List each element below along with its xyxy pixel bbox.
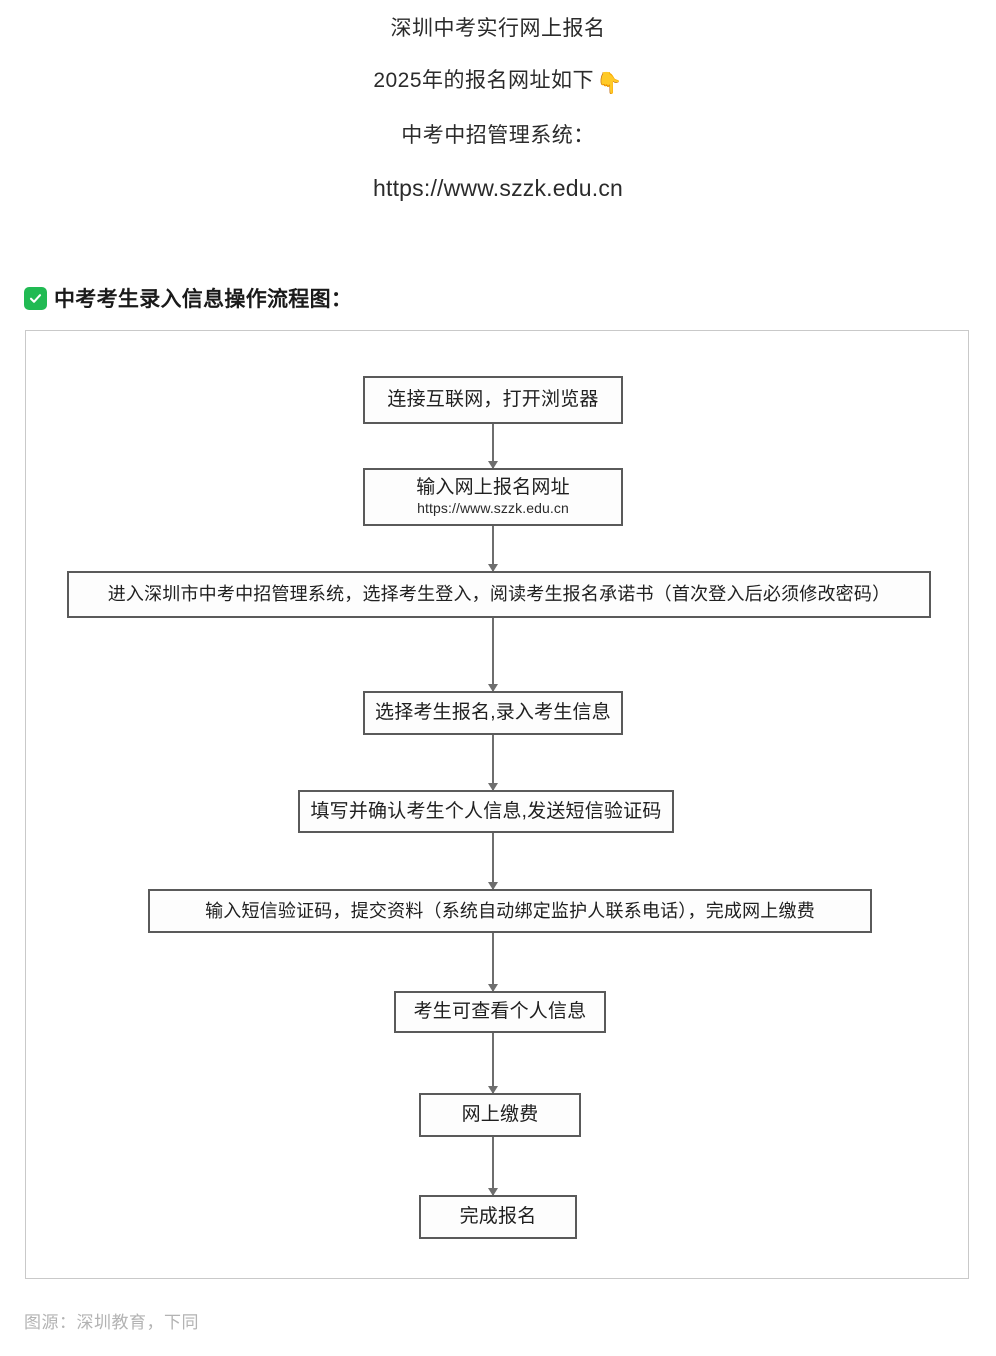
flow-connector-6-7 [492,933,494,991]
flow-connector-8-9 [492,1137,494,1195]
flow-node-2-url: https://www.szzk.edu.cn [417,500,569,517]
page-header: 深圳中考实行网上报名 2025年的报名网址如下👇 中考中招管理系统： https… [0,0,996,200]
flow-node-4-label: 选择考生报名,录入考生信息 [375,702,611,724]
header-line-1: 深圳中考实行网上报名 [0,18,996,39]
flow-connector-4-5 [492,735,494,790]
flow-node-8-label: 网上缴费 [461,1104,539,1126]
header-line-2-text: 2025年的报名网址如下 [373,69,595,92]
header-registration-url-text: https://www.szzk.edu.cn [372,175,624,201]
pointing-down-hand-icon: 👇 [596,72,623,95]
flow-node-6-label: 输入短信验证码，提交资料（系统自动绑定监护人联系电话），完成网上缴费 [205,900,815,921]
flow-node-9-label: 完成报名 [459,1206,537,1228]
flow-node-3-label: 进入深圳市中考中招管理系统，选择考生登入，阅读考生报名承诺书（首次登入后必须修改… [107,584,891,605]
flow-node-view-info: 考生可查看个人信息 [394,991,606,1033]
flow-connector-2-3 [492,526,494,571]
flow-node-5-label: 填写并确认考生个人信息,发送短信验证码 [310,800,662,822]
flowchart-container: 连接互联网，打开浏览器 输入网上报名网址 https://www.szzk.ed… [25,330,969,1279]
header-registration-url[interactable]: https://www.szzk.edu.cn [0,177,996,200]
header-line-1-text: 深圳中考实行网上报名 [390,17,606,40]
flow-node-select-registration: 选择考生报名,录入考生信息 [363,691,623,735]
flow-connector-7-8 [492,1033,494,1093]
flow-connector-5-6 [492,833,494,889]
flow-node-submit-payment: 输入短信验证码，提交资料（系统自动绑定监护人联系电话），完成网上缴费 [148,889,872,933]
flow-node-confirm-info: 填写并确认考生个人信息,发送短信验证码 [298,790,674,833]
header-line-2: 2025年的报名网址如下👇 [0,70,996,94]
flow-node-1-label: 连接互联网，打开浏览器 [387,389,599,411]
flow-node-enter-url: 输入网上报名网址 https://www.szzk.edu.cn [363,468,623,526]
section-heading-label: 中考考生录入信息操作流程图： [54,288,353,311]
section-heading: 中考考生录入信息操作流程图： [24,283,352,313]
flowchart-canvas: 连接互联网，打开浏览器 输入网上报名网址 https://www.szzk.ed… [26,331,968,1278]
source-note: 图源：深圳教育，下同 [24,1313,199,1332]
flow-connector-1-2 [492,424,494,468]
flow-node-2-label: 输入网上报名网址 [416,477,570,499]
header-line-3-text: 中考中招管理系统： [401,124,595,147]
header-line-3: 中考中招管理系统： [0,125,996,146]
flow-node-login-system: 进入深圳市中考中招管理系统，选择考生登入，阅读考生报名承诺书（首次登入后必须修改… [67,571,931,618]
green-check-icon [24,286,47,310]
flow-node-connect-internet: 连接互联网，打开浏览器 [363,376,623,424]
flow-node-online-payment: 网上缴费 [419,1093,581,1137]
flow-node-complete: 完成报名 [419,1195,577,1239]
flow-connector-3-4 [492,618,494,691]
flow-node-7-label: 考生可查看个人信息 [413,1001,587,1023]
